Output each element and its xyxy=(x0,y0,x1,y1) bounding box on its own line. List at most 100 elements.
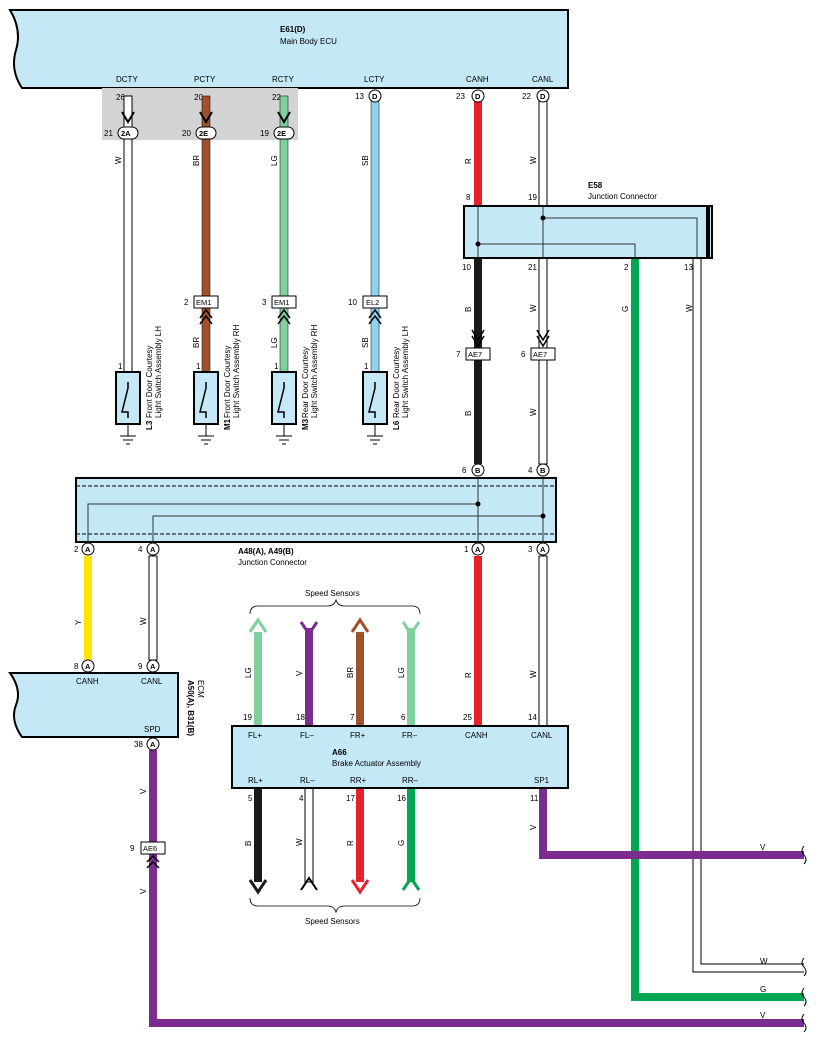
lbl-sb-2: SB xyxy=(361,337,370,348)
lbl-w-8: W xyxy=(295,838,304,846)
pin-9: 9 xyxy=(130,844,135,853)
lbl-v-5: V xyxy=(760,843,766,852)
main-ecu-name: Main Body ECU xyxy=(280,37,337,46)
pin-6: 6 xyxy=(521,350,526,359)
pin-2: 2 xyxy=(184,298,189,307)
sw-m3-code: M3 xyxy=(301,418,310,430)
brake-canh: CANH xyxy=(465,731,488,740)
brake-fr-plus: FR+ xyxy=(350,731,366,740)
brake-canl: CANL xyxy=(531,731,553,740)
pin-num-22b: 22 xyxy=(522,92,531,101)
lbl-w-7: W xyxy=(529,670,538,678)
sw-l3-pin: 1 xyxy=(118,362,123,371)
bb-16: 16 xyxy=(397,794,406,803)
sw-l3-name: Front Door Courtesy xyxy=(145,346,154,418)
lbl-w-1: W xyxy=(114,156,123,164)
lbl-br-3: BR xyxy=(346,667,355,678)
sw-m1-code: M1 xyxy=(223,418,232,430)
lbl-w-9: W xyxy=(760,957,768,966)
pin-pcty: PCTY xyxy=(194,75,216,84)
speed-sensor-braces: Speed Sensors Speed Sensors xyxy=(249,589,421,926)
conn-b-2: B xyxy=(540,466,546,475)
sw-l6-pin: 1 xyxy=(364,362,369,371)
a48-code: A48(A), A49(B) xyxy=(238,547,294,556)
e58-pin-10: 10 xyxy=(462,263,471,272)
conn-2a: 2A xyxy=(121,129,131,138)
lbl-v-1: V xyxy=(295,670,304,676)
brake-rl-minus: RL– xyxy=(300,776,315,785)
pin-dcty: DCTY xyxy=(116,75,138,84)
sw-m1-name: Front Door Courtesy xyxy=(223,346,232,418)
brake-sp1: SP1 xyxy=(534,776,550,785)
lbl-b-1: B xyxy=(464,307,473,312)
lbl-v-6: V xyxy=(760,1011,766,1020)
sw-m1-pin: 1 xyxy=(196,362,201,371)
conn-2e-1: 2E xyxy=(199,129,208,138)
conn-a-ecm-2: A xyxy=(150,662,156,671)
conn-a-ecm-1: A xyxy=(85,662,91,671)
pin-3: 3 xyxy=(262,298,267,307)
lbl-w-3: W xyxy=(529,304,538,312)
sw-m3-name2: Light Switch Assembly RH xyxy=(310,324,319,418)
wire-labels: W BR LG SB R W BR LG SB B W G W B W Y W … xyxy=(74,155,768,1020)
pin-4a: 4 xyxy=(138,545,143,554)
pin-num-22: 22 xyxy=(272,93,281,102)
lbl-v-3: V xyxy=(139,788,148,794)
conn-a-3: A xyxy=(475,545,481,554)
pin-lcty: LCTY xyxy=(364,75,385,84)
e58-code: E58 xyxy=(588,181,603,190)
lbl-sb-1: SB xyxy=(361,155,370,166)
lbl-lg-2: LG xyxy=(270,337,279,348)
lbl-lg-1: LG xyxy=(270,155,279,166)
pin-num-26: 26 xyxy=(116,93,125,102)
lbl-b-3: B xyxy=(244,841,253,846)
main-ecu-code: E61(D) xyxy=(280,25,306,34)
e58-pin-13: 13 xyxy=(684,263,693,272)
door-switches: 1 1 1 1 L3 Front Door Courtesy Light Swi… xyxy=(115,324,410,445)
lbl-br-1: BR xyxy=(192,155,201,166)
lbl-g-1: G xyxy=(621,306,630,312)
a48-name: Junction Connector xyxy=(238,558,307,567)
e58-pin-19: 19 xyxy=(528,193,537,202)
lbl-w-2: W xyxy=(529,156,538,164)
conn-el2: EL2 xyxy=(366,298,379,307)
sw-l6-name: Rear Door Courtesy xyxy=(392,347,401,418)
conn-a-2: A xyxy=(150,545,156,554)
lbl-w-4: W xyxy=(685,304,694,312)
conn-b-1: B xyxy=(475,466,481,475)
brake-name: Brake Actuator Assembly xyxy=(332,759,421,768)
pin-10: 10 xyxy=(348,298,357,307)
sw-m3-pin: 1 xyxy=(274,362,279,371)
pin-38: 38 xyxy=(134,740,143,749)
bb-5: 5 xyxy=(248,794,253,803)
pin-num-13: 13 xyxy=(355,92,364,101)
junction-a48: A48(A), A49(B) Junction Connector xyxy=(75,477,557,567)
pin-canh: CANH xyxy=(466,75,489,84)
lbl-b-2: B xyxy=(464,411,473,416)
brake-fl-minus: FL– xyxy=(300,731,314,740)
pin-1a: 1 xyxy=(464,545,469,554)
lbl-r-3: R xyxy=(346,840,355,846)
connector-markers: D D D 2A 2E 2E 21 20 19 EM1 EM1 EL2 2 3 … xyxy=(74,89,556,869)
brake-actuator: A66 Brake Actuator Assembly FL+ FL– FR+ … xyxy=(231,713,569,803)
sw-m3-name: Rear Door Courtesy xyxy=(301,347,310,418)
bt-6: 6 xyxy=(401,713,406,722)
conn-ae7-2: AE7 xyxy=(533,350,547,359)
conn-a-ecm-3: A xyxy=(150,740,156,749)
pin-7: 7 xyxy=(456,350,461,359)
pin-num-23: 23 xyxy=(456,92,465,101)
main-body-ecu: E61(D) Main Body ECU xyxy=(8,9,569,89)
ecm-name: ECM xyxy=(196,680,205,698)
lbl-lg-4: LG xyxy=(397,667,406,678)
wire-breaks xyxy=(801,845,807,1033)
lbl-y-1: Y xyxy=(74,619,83,625)
bb-4: 4 xyxy=(299,794,304,803)
sw-l3-code: L3 xyxy=(145,420,154,430)
e58-pin-21: 21 xyxy=(528,263,537,272)
ecm-canh: CANH xyxy=(76,677,99,686)
e58-pin-2: 2 xyxy=(624,263,629,272)
lbl-r-2: R xyxy=(464,672,473,678)
conn-a-1: A xyxy=(85,545,91,554)
pin-rcty: RCTY xyxy=(272,75,294,84)
conn-a-4: A xyxy=(540,545,546,554)
